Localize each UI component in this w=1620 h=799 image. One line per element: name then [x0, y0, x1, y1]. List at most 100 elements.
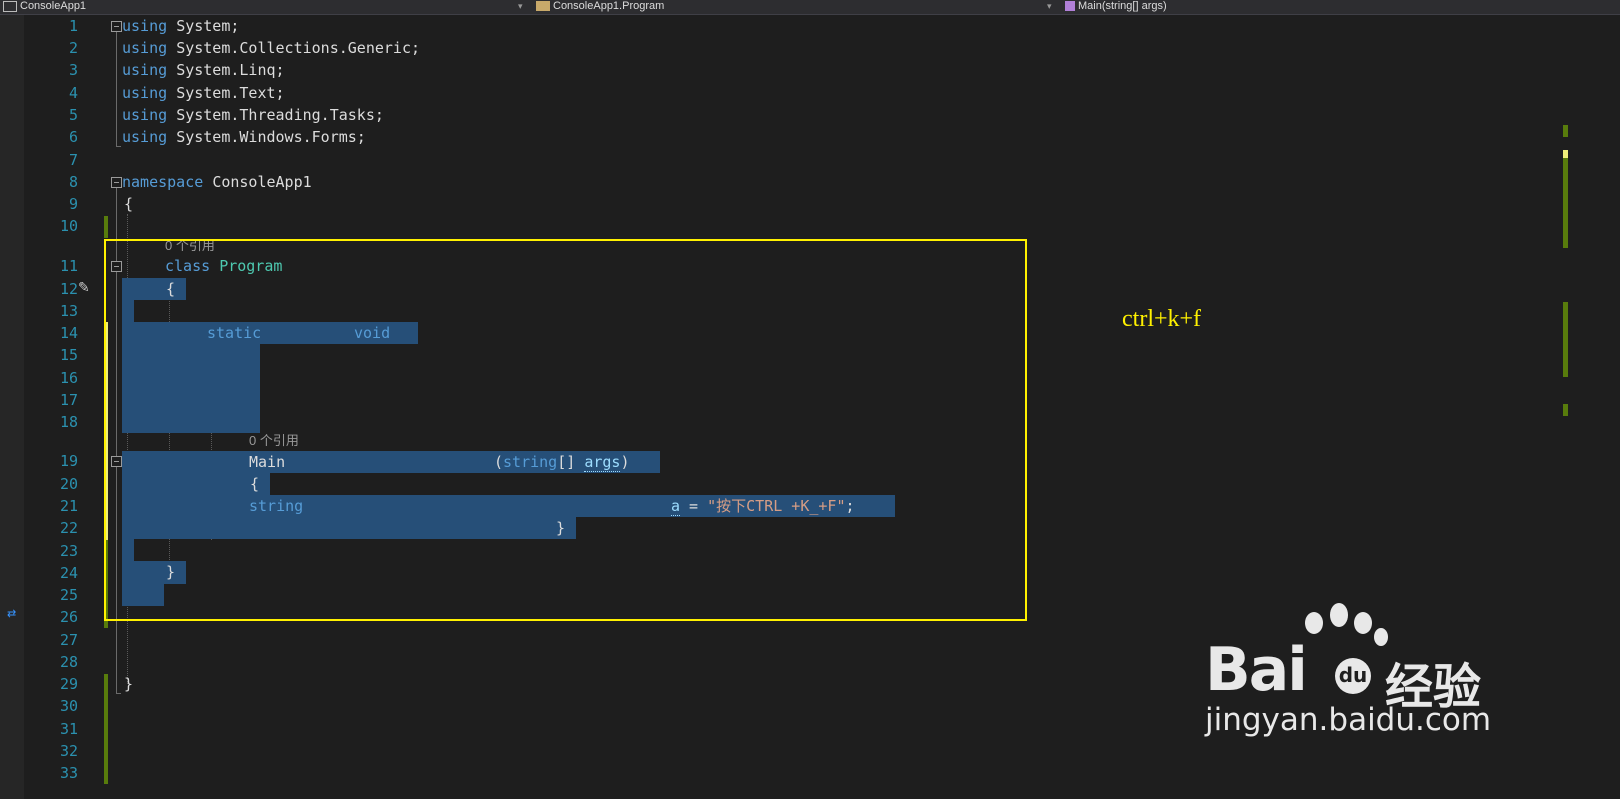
code-line: class Program — [165, 256, 282, 276]
scrollbar-marker[interactable] — [1563, 302, 1568, 377]
selection-block — [122, 300, 134, 322]
line-number: 7 — [68, 151, 78, 169]
line-number: 16 — [59, 369, 78, 387]
line-number: 4 — [68, 84, 78, 102]
keyword: void — [354, 324, 391, 342]
paren: ) — [620, 453, 630, 471]
member-dropdown[interactable]: Main(string[] args) — [1062, 0, 1620, 14]
watermark-jingyan: 经验 — [1385, 659, 1482, 715]
namespace-ref: System.Text; — [176, 84, 285, 102]
line-number: 11 — [59, 257, 78, 275]
line-number: 20 — [59, 475, 78, 493]
keyword: using — [122, 39, 168, 57]
keyword: class — [165, 257, 211, 275]
selection-block — [122, 495, 895, 517]
line-number: 10 — [59, 217, 78, 235]
line-number: 30 — [59, 697, 78, 715]
line-number: 13 — [59, 302, 78, 320]
line-number: 17 — [59, 391, 78, 409]
line-number: 1 — [68, 17, 78, 35]
project-label: ConsoleApp1 — [20, 0, 87, 12]
namespace-ref: System.Windows.Forms; — [176, 128, 366, 146]
method-icon — [1065, 1, 1075, 12]
collapse-toggle[interactable] — [111, 261, 122, 272]
scrollbar-marker[interactable] — [1563, 158, 1568, 248]
line-number: 27 — [59, 631, 78, 649]
namespace-name: ConsoleApp1 — [212, 173, 312, 191]
glyph-margin[interactable] — [0, 15, 24, 799]
outline-line — [116, 146, 121, 147]
paw-icon — [1330, 603, 1348, 627]
paren: ( — [494, 453, 504, 471]
line-number: 22 — [59, 519, 78, 537]
code-line: using System.Collections.Generic; — [122, 38, 420, 58]
line-number: 19 — [59, 452, 78, 470]
line-number: 14 — [59, 324, 78, 342]
scrollbar-marker[interactable] — [1563, 150, 1568, 158]
code-line: using System.Windows.Forms; — [122, 127, 366, 147]
change-marker — [104, 216, 108, 238]
line-number: 3 — [68, 61, 78, 79]
keyword: namespace — [122, 173, 204, 191]
collapse-toggle[interactable] — [111, 456, 122, 467]
outline-line — [116, 188, 117, 694]
chevron-down-icon: ▾ — [1047, 1, 1052, 11]
indent-guide — [127, 214, 128, 684]
namespace-ref: System.Linq; — [176, 61, 285, 79]
line-number: 2 — [68, 39, 78, 57]
class-icon — [536, 1, 550, 12]
line-number: 33 — [59, 764, 78, 782]
reference-count[interactable]: 0 个引用 — [249, 433, 299, 448]
shortcut-annotation: ctrl+k+f — [1122, 306, 1202, 332]
line-number: 6 — [68, 128, 78, 146]
outline-line — [116, 693, 121, 694]
keyword: using — [122, 128, 168, 146]
class-dropdown[interactable]: ConsoleApp1.Program ▾ — [533, 0, 1057, 14]
collapse-toggle[interactable] — [111, 177, 122, 188]
line-number: 18 — [59, 413, 78, 431]
keyword: string — [249, 497, 304, 515]
paw-icon — [1354, 612, 1372, 634]
code-line: using System; — [122, 16, 239, 36]
assign-op: = — [680, 497, 708, 515]
brace: } — [166, 563, 176, 581]
highlight-box — [104, 239, 1027, 621]
keyword: string — [503, 453, 558, 471]
scrollbar-marker[interactable] — [1563, 125, 1568, 137]
keyword: static — [207, 324, 262, 342]
bookmark-icon[interactable]: ⇄ — [7, 608, 17, 620]
quick-actions-icon[interactable]: ✎ — [78, 279, 90, 295]
collapse-toggle[interactable] — [111, 21, 122, 32]
chevron-down-icon: ▾ — [518, 1, 523, 11]
selection-block — [122, 539, 134, 561]
keyword: using — [122, 84, 168, 102]
class-label: ConsoleApp1.Program — [553, 0, 665, 12]
keyword: using — [122, 17, 168, 35]
selection-block — [122, 584, 164, 606]
selection-block — [122, 561, 186, 584]
line-number: 21 — [59, 497, 78, 515]
code-line: namespace ConsoleApp1 — [122, 172, 312, 192]
namespace-ref: System.Collections.Generic; — [176, 39, 421, 57]
brace: { — [124, 195, 134, 213]
namespace-ref: System; — [176, 17, 240, 35]
brace: } — [124, 675, 134, 693]
code-line: using System.Threading.Tasks; — [122, 105, 384, 125]
code-line: a = "按下CTRL +K_+F"; — [671, 496, 855, 516]
line-number: 25 — [59, 586, 78, 604]
line-number: 31 — [59, 720, 78, 738]
code-line: (string[] args) — [494, 452, 629, 472]
navigation-bar: ConsoleApp1 ▾ ConsoleApp1.Program ▾ Main… — [0, 0, 1620, 15]
line-number: 12 — [59, 280, 78, 298]
indent-guide — [211, 346, 212, 540]
watermark-du: du — [1335, 658, 1371, 694]
variable-name: a — [671, 497, 681, 516]
scrollbar-marker[interactable] — [1563, 404, 1568, 416]
reference-count[interactable]: 0 个引用 — [165, 238, 215, 253]
brace: { — [250, 475, 260, 493]
method-name: Main — [249, 453, 286, 471]
keyword: using — [122, 106, 168, 124]
line-number: 24 — [59, 564, 78, 582]
csharp-project-icon — [3, 0, 17, 12]
project-dropdown[interactable]: ConsoleApp1 ▾ — [0, 0, 528, 14]
